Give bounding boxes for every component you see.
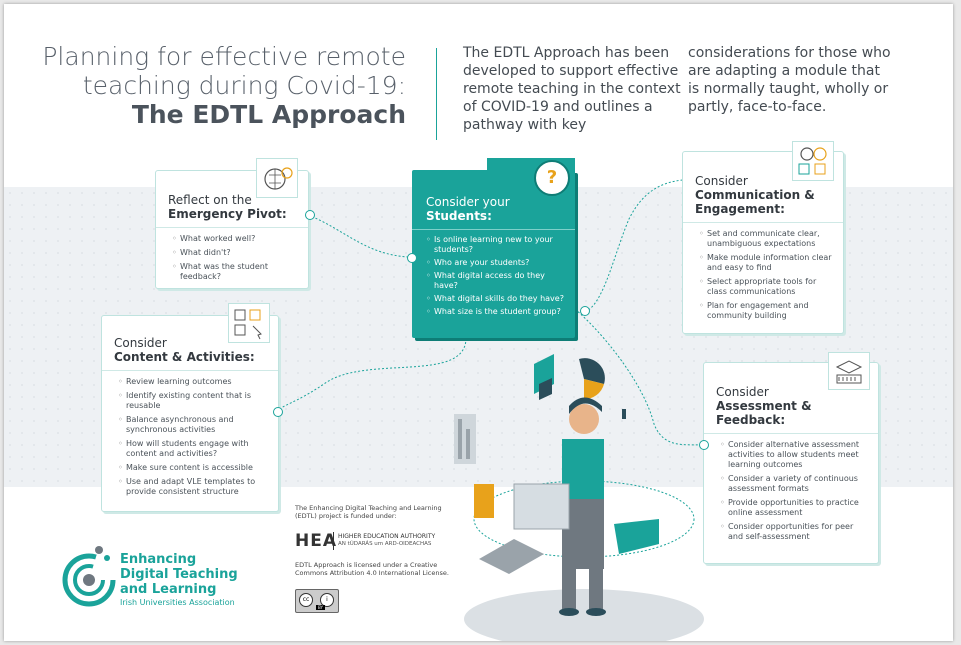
hea-divider [333,532,334,550]
edtl-logo-icon [62,546,116,607]
list-item: Plan for engagement and community buildi… [699,301,833,321]
logo-line-2: Digital Teaching [120,567,238,582]
connector-dot [273,407,283,417]
list-item: What was the student feedback? [172,262,298,282]
question-head-icon: ? [534,160,570,196]
list-item: How will students engage with content an… [118,439,268,459]
attribution-icon: i [320,593,334,607]
list-item: Identify existing content that is reusab… [118,391,268,411]
card-students: Consider your Students: Is online learni… [412,170,575,338]
list-item: Who are your students? [426,258,567,268]
list-item: Make module information clear and easy t… [699,253,833,273]
list-item: Make sure content is accessible [118,463,268,473]
list-item: What digital skills do they have? [426,294,567,304]
intro-column-1: The EDTL Approach has been developed to … [463,45,681,133]
pivot-head-2: Emergency Pivot: [168,207,287,221]
infographic-page: Planning for effective remote teaching d… [4,4,953,641]
hea-logo: HEA [295,531,337,551]
logo-line-3: and Learning [120,582,217,597]
title-line-1: Planning for effective remote [42,42,406,71]
card-content: Consider Content & Activities: Review le… [101,315,279,512]
students-list: Is online learning new to your students?… [412,235,575,317]
divider [156,227,308,228]
content-list: Review learning outcomes Identify existi… [102,377,278,509]
comm-head-1: Consider [695,174,748,188]
students-head-1: Consider your [426,195,510,209]
cubes-cursor-icon [228,303,270,343]
comm-list: Set and communicate clear, unambiguous e… [683,229,843,333]
divider [102,370,278,371]
content-head-1: Consider [114,336,167,350]
connector-dot [407,253,417,263]
brain-icon [256,158,298,198]
card-communication: Consider Communication & Engagement: Set… [682,151,844,334]
logo-title: Enhancing Digital Teaching and Learning [120,552,238,597]
pivot-head-1: Reflect on the [168,193,252,207]
list-item: Select appropriate tools for class commu… [699,277,833,297]
list-item: Consider alternative assessment activiti… [720,440,868,470]
list-item: Consider opportunities for peer and self… [720,522,868,542]
graduation-cap-icon [828,352,870,390]
license-text: EDTL Approach is licensed under a Creati… [295,561,449,577]
title-bold: The EDTL Approach [131,100,406,129]
intro-column-2: considerations for those who are adaptin… [688,45,891,115]
assess-head-1: Consider [716,385,769,399]
cc-by-label: BY [316,605,325,610]
speech-faces-icon [792,141,834,181]
pivot-list: What worked well? What didn't? What was … [156,234,308,294]
list-item: Is online learning new to your students? [426,235,567,255]
funding-text: The Enhancing Digital Teaching and Learn… [295,504,442,520]
comm-head-2: Communication & Engagement: [695,188,815,216]
connector-dot [699,440,709,450]
list-item: Balance asynchronous and synchronous act… [118,415,268,435]
divider [683,222,843,223]
divider [412,229,575,230]
list-item: What digital access do they have? [426,271,567,291]
content-head-2: Content & Activities: [114,350,255,364]
list-item: What worked well? [172,234,298,244]
assess-list: Consider alternative assessment activiti… [704,440,878,554]
list-item: Use and adapt VLE templates to provide c… [118,477,268,497]
student-laptop-illustration [454,354,704,641]
connector-dot [580,306,590,316]
logo-subtitle: Irish Universities Association [120,598,235,607]
assess-head-2: Assessment & Feedback: [716,399,812,427]
list-item: Provide opportunities to practice online… [720,498,868,518]
title-line-2: teaching during Covid-19: [82,71,406,100]
title-divider [436,48,437,140]
list-item: Consider a variety of continuous assessm… [720,474,868,494]
logo-line-1: Enhancing [120,552,197,567]
list-item: Set and communicate clear, unambiguous e… [699,229,833,249]
cc-icon: cc [299,593,313,607]
cc-by-badge[interactable]: cc i BY [295,589,339,613]
divider [704,433,878,434]
hea-irish-name: AN tÚDARÁS um ARD-OIDEACHAS [338,541,432,547]
list-item: Review learning outcomes [118,377,268,387]
card-assessment: Consider Assessment & Feedback: Consider… [703,362,879,564]
list-item: What size is the student group? [426,307,567,317]
connector-dot [305,210,315,220]
students-head-2: Students: [426,209,492,223]
hea-name: HIGHER EDUCATION AUTHORITY [338,533,436,540]
list-item: What didn't? [172,248,298,258]
